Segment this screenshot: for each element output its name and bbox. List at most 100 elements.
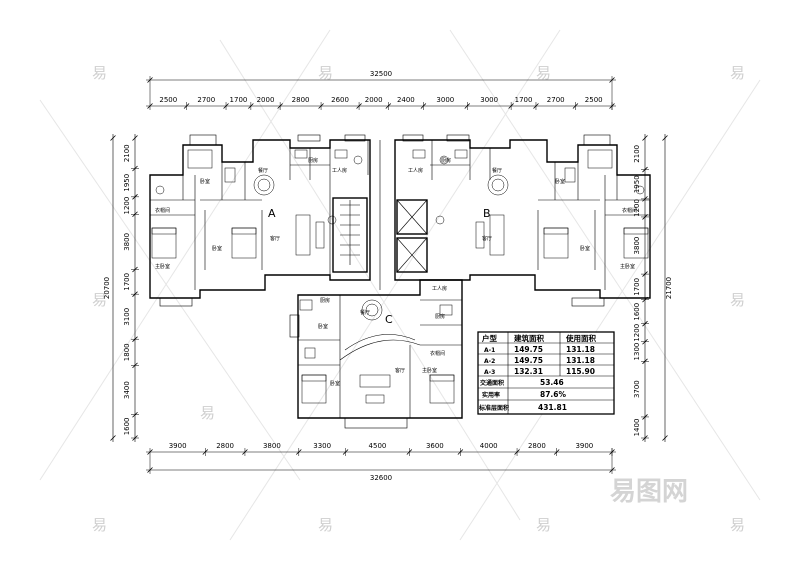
dim-segment-label: 3800 <box>263 442 281 450</box>
right-dimension-chain: 2170021001950120038001700160012001300370… <box>633 134 673 442</box>
dim-segment-label: 2700 <box>197 96 215 104</box>
room-label: 客厅 <box>395 367 405 374</box>
table-summary-label: 实用率 <box>482 391 500 399</box>
table-header: 建筑面积 <box>513 333 544 343</box>
dim-segment-label: 1200 <box>633 324 641 342</box>
table-header: 户型 <box>482 333 497 343</box>
watermark-glyph: 易 <box>200 404 215 422</box>
dim-segment-label: 2700 <box>547 96 565 104</box>
dim-segment-label: 3000 <box>436 96 454 104</box>
watermark-glyph: 易 <box>92 291 107 309</box>
table-cell: 131.18 <box>566 345 595 354</box>
dim-segment-label: 3700 <box>633 380 641 398</box>
dim-total-label: 32500 <box>370 70 392 78</box>
room-label: 厨房 <box>435 313 445 320</box>
dim-segment-label: 1700 <box>515 96 533 104</box>
room-labels: A B C 卧室 衣帽间 卧室 主卧室 客厅 餐厅 厨房 工人房 卧室 衣帽间 … <box>155 157 637 387</box>
dim-segment-label: 3000 <box>480 96 498 104</box>
unit-label-c: C <box>385 313 393 326</box>
room-label: 餐厅 <box>360 309 370 316</box>
room-label: 卧室 <box>200 178 210 185</box>
dim-tick <box>132 135 138 141</box>
watermark-brand: 易图网 <box>610 477 688 507</box>
room-label: 卧室 <box>330 380 340 387</box>
table-cell: 131.18 <box>566 356 595 365</box>
dim-tick <box>662 135 668 141</box>
room-label: 餐厅 <box>258 167 268 174</box>
room-label: 客厅 <box>482 235 492 242</box>
dim-segment-label: 2500 <box>159 96 177 104</box>
watermark-glyph: 易 <box>730 516 745 534</box>
exterior-walls <box>149 134 651 429</box>
room-label: 卧室 <box>212 245 222 252</box>
watermark-glyph: 易 <box>92 64 107 82</box>
room-label: 卧室 <box>555 178 565 185</box>
dim-segment-label: 3400 <box>123 381 131 399</box>
room-label: 工人房 <box>408 167 423 174</box>
unit-label-b: B <box>483 207 491 220</box>
dim-segment-label: 1300 <box>633 343 641 361</box>
watermark-glyph: 易 <box>730 64 745 82</box>
dim-segment-label: 2000 <box>257 96 275 104</box>
watermark-glyph: 易 <box>92 516 107 534</box>
room-label: 主卧室 <box>155 263 170 270</box>
dim-tick <box>662 435 668 441</box>
table-summary-value: 87.6% <box>540 390 567 399</box>
table-summary-label: 交通面积 <box>480 379 504 387</box>
dim-segment-label: 2800 <box>216 442 234 450</box>
room-label: 厨房 <box>308 157 318 164</box>
dim-segment-label: 1800 <box>123 343 131 361</box>
dim-segment-label: 3600 <box>426 442 444 450</box>
table-header: 使用面积 <box>565 333 596 343</box>
dim-segment-label: 1200 <box>633 199 641 217</box>
watermark-glyphs: 易 易 易 易 易 易 易 易 易 易 易 易图网 <box>92 64 745 534</box>
left-dimension-chain: 2070021001950120038001700310018003400160… <box>103 134 139 442</box>
unit-label-a: A <box>268 207 276 220</box>
dim-segment-label: 3900 <box>169 442 187 450</box>
table-summary-value: 431.81 <box>538 403 567 412</box>
dim-segment-label: 1950 <box>123 174 131 192</box>
room-label: 衣帽间 <box>430 350 445 357</box>
room-label: 厨房 <box>320 297 330 304</box>
dim-segment-label: 3300 <box>313 442 331 450</box>
watermark-glyph: 易 <box>536 516 551 534</box>
dim-segment-label: 2000 <box>365 96 383 104</box>
table-summary-value: 53.46 <box>540 378 564 387</box>
room-label: 卧室 <box>318 323 328 330</box>
room-label: 工人房 <box>332 167 347 174</box>
room-label: 餐厅 <box>492 167 502 174</box>
room-label: 衣帽间 <box>155 207 170 214</box>
dim-segment-label: 2600 <box>331 96 349 104</box>
interior-walls <box>150 140 650 418</box>
dim-segment-label: 4500 <box>369 442 387 450</box>
dim-segment-label: 3800 <box>123 233 131 251</box>
dim-segment-label: 1400 <box>633 419 641 437</box>
room-label: 客厅 <box>270 235 280 242</box>
dim-segment-label: 4000 <box>480 442 498 450</box>
dim-segment-label: 2800 <box>292 96 310 104</box>
dim-tick <box>110 435 116 441</box>
table-cell: 149.75 <box>514 345 543 354</box>
table-cell: A-3 <box>484 369 495 376</box>
dim-segment-label: 1950 <box>633 175 641 193</box>
room-label: 厨房 <box>441 157 451 164</box>
dim-segment-label: 1200 <box>123 197 131 215</box>
watermark-glyph: 易 <box>730 291 745 309</box>
room-label: 卧室 <box>580 245 590 252</box>
fixtures-furniture <box>151 149 649 404</box>
dim-segment-label: 2100 <box>633 145 641 163</box>
room-label: 主卧室 <box>620 263 635 270</box>
dim-segment-label: 2100 <box>123 144 131 162</box>
dim-segment-label: 3100 <box>123 308 131 326</box>
dim-segment-label: 1600 <box>123 417 131 435</box>
dim-total-label: 21700 <box>665 277 673 299</box>
watermark-glyph: 易 <box>318 64 333 82</box>
watermark-glyph: 易 <box>318 516 333 534</box>
dim-total-label: 32600 <box>370 474 392 482</box>
table-cell: A-2 <box>484 358 495 365</box>
table-summary-label: 标准层面积 <box>478 404 509 412</box>
area-table: 户型 建筑面积 使用面积 A-1 149.75 131.18 A-2 149.7… <box>477 331 615 415</box>
table-cell: A-1 <box>484 347 495 354</box>
dim-segment-label: 2800 <box>528 442 546 450</box>
